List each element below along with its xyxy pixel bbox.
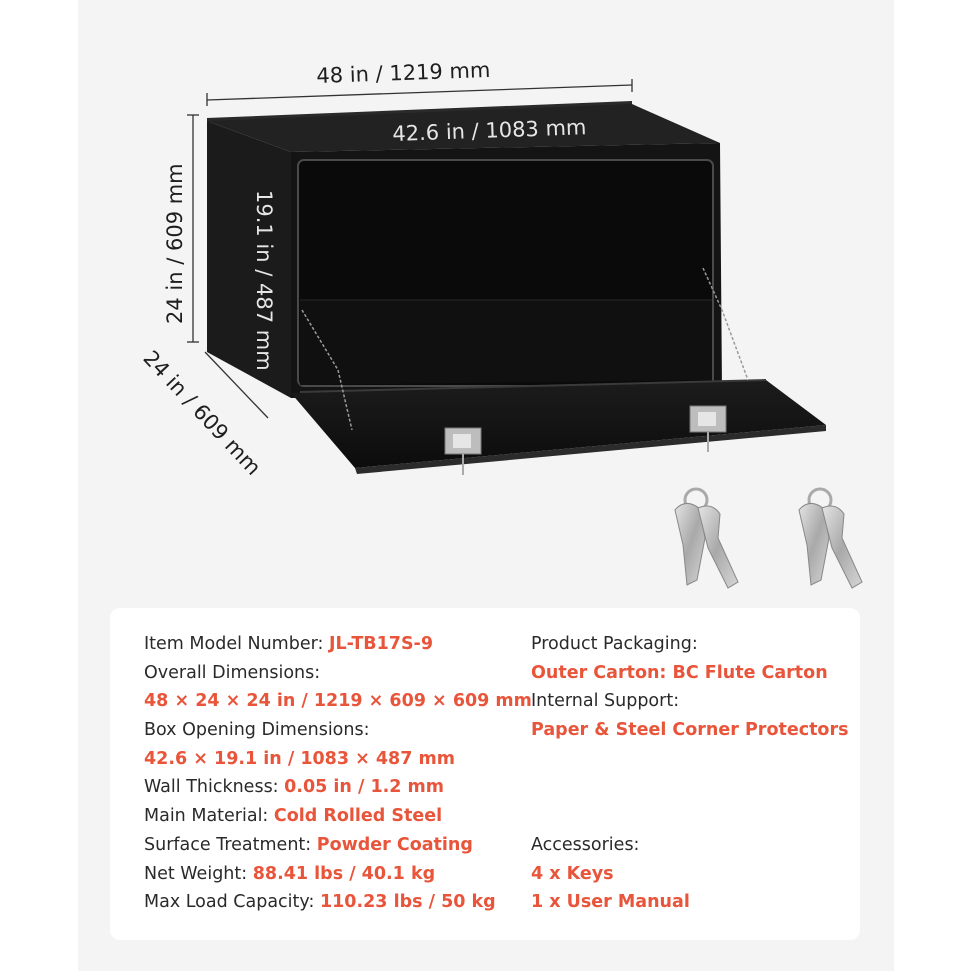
- spec-value: 48 × 24 × 24 in / 1219 × 609 × 609 mm: [144, 691, 532, 712]
- spec-value: 0.05 in / 1.2 mm: [284, 777, 445, 798]
- spec-value: JL-TB17S-9: [328, 634, 433, 654]
- toolbox-lid: [291, 267, 826, 475]
- latch-left: [444, 427, 482, 475]
- spec-label: Box Opening Dimensions:: [144, 720, 370, 741]
- spec-value: Powder Coating: [316, 834, 473, 855]
- spec-material: Main Material: Cold Rolled Steel: [144, 802, 534, 831]
- spec-model: Item Model Number: JL-TB17S-9: [144, 630, 534, 659]
- spec-overall-dimensions-value: 48 × 24 × 24 in / 1219 × 609 × 609 mm: [144, 687, 534, 716]
- spacer: [531, 802, 851, 831]
- spec-opening-dimensions-value: 42.6 × 19.1 in / 1083 × 487 mm: [144, 745, 534, 774]
- spec-value: Cold Rolled Steel: [273, 806, 443, 827]
- spacer: [531, 773, 851, 802]
- key-pair-right: [798, 487, 863, 589]
- spec-card: Item Model Number: JL-TB17S-9 Overall Di…: [110, 608, 860, 940]
- spec-label: Main Material:: [144, 806, 274, 827]
- height-label: 24 in / 609 mm: [163, 163, 187, 324]
- spec-value: 110.23 lbs / 50 kg: [319, 892, 496, 913]
- spec-column-right: Product Packaging: Outer Carton: BC Flut…: [531, 630, 851, 917]
- spec-label: Item Model Number:: [144, 634, 329, 654]
- spec-opening-dimensions: Box Opening Dimensions:: [144, 716, 534, 745]
- dimension-lines: [187, 79, 633, 419]
- spec-overall-dimensions: Overall Dimensions:: [144, 659, 534, 688]
- key-pair-left: [674, 487, 739, 589]
- opening-height-label: 19.1 in / 487 mm: [252, 190, 276, 371]
- spec-column-left: Item Model Number: JL-TB17S-9 Overall Di…: [144, 630, 534, 917]
- toolbox-illustration: [187, 79, 863, 589]
- toolbox-body: [207, 101, 722, 398]
- spec-label: Wall Thickness:: [144, 777, 285, 798]
- support-value: Paper & Steel Corner Protectors: [531, 720, 849, 741]
- spec-label: Surface Treatment:: [144, 834, 317, 855]
- support-label: Internal Support:: [531, 691, 680, 712]
- spec-net-weight: Net Weight: 88.41 lbs / 40.1 kg: [144, 860, 534, 889]
- latch-right: [689, 405, 727, 452]
- accessory-item: 4 x Keys: [531, 863, 614, 884]
- spec-max-load: Max Load Capacity: 110.23 lbs / 50 kg: [144, 888, 534, 917]
- packaging-label: Product Packaging:: [531, 634, 698, 654]
- spec-wall-thickness: Wall Thickness: 0.05 in / 1.2 mm: [144, 773, 534, 802]
- spec-label: Max Load Capacity:: [144, 892, 320, 913]
- accessories-label: Accessories:: [531, 834, 640, 855]
- spec-label: Net Weight:: [144, 863, 253, 884]
- spacer: [531, 745, 851, 774]
- spec-label: Overall Dimensions:: [144, 662, 321, 683]
- spec-surface: Surface Treatment: Powder Coating: [144, 831, 534, 860]
- spec-value: 88.41 lbs / 40.1 kg: [252, 863, 436, 884]
- accessory-item: 1 x User Manual: [531, 892, 690, 913]
- spec-value: 42.6 × 19.1 in / 1083 × 487 mm: [144, 748, 455, 769]
- packaging-value: Outer Carton: BC Flute Carton: [531, 662, 828, 683]
